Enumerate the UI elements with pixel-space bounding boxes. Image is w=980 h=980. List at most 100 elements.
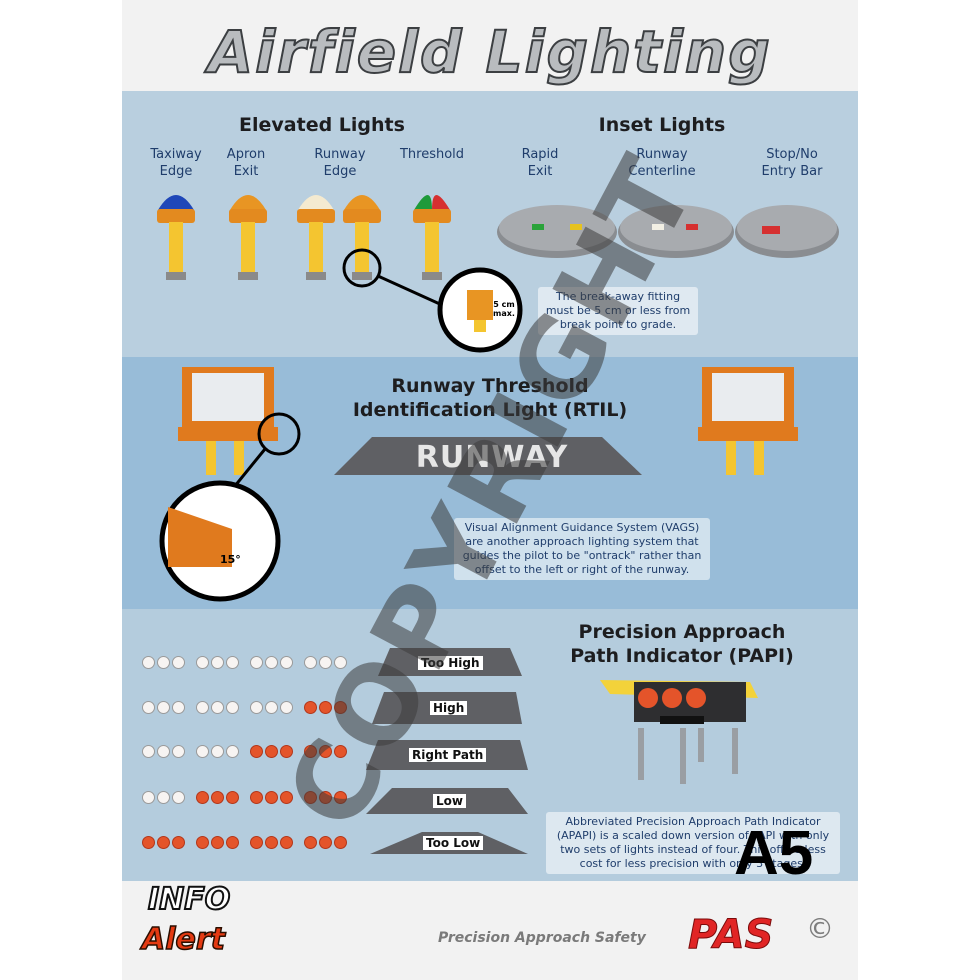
papi-unit-icon (600, 680, 758, 784)
info-alert-logo-bottom: Alert (141, 921, 225, 958)
runway-edge-light-white-icon (297, 195, 335, 280)
papi-light-dot (226, 701, 239, 714)
papi-light-dot (142, 791, 155, 804)
papi-heading-line1: Precision Approach (578, 621, 786, 643)
papi-light-dot (280, 656, 293, 669)
papi-light-dot (196, 701, 209, 714)
papi-light-dot (196, 791, 209, 804)
runway-text: RUNWAY (415, 440, 569, 475)
papi-light-dot (172, 656, 185, 669)
label-too-low: Too Low (423, 836, 484, 850)
papi-light-dot (250, 836, 263, 849)
papi-light-dot (196, 656, 209, 669)
papi-light-dot (226, 656, 239, 669)
papi-light-dot (319, 745, 332, 758)
papi-light-dot (334, 656, 347, 669)
papi-light-dot (280, 791, 293, 804)
papi-light-dot (142, 836, 155, 849)
papi-light-dot (304, 656, 317, 669)
papi-light-dot (304, 745, 317, 758)
papi-light-dot (280, 836, 293, 849)
runway-centerline-inset-light-icon (618, 205, 734, 258)
papi-light-dot (172, 836, 185, 849)
papi-light-dot (172, 745, 185, 758)
label-apron-exit: Apron Exit (226, 147, 266, 179)
papi-light-dot (334, 791, 347, 804)
papi-light-dot (196, 745, 209, 758)
inset-lights-heading: Inset Lights (598, 114, 726, 136)
size-badge: A5 (734, 819, 814, 888)
papi-light-dot (196, 836, 209, 849)
label-right-path: Right Path (409, 748, 487, 762)
apron-exit-light-icon (229, 195, 267, 280)
label-high: High (430, 701, 468, 715)
angle-label: 15° (220, 553, 241, 566)
papi-light-dot (142, 656, 155, 669)
company-name: Precision Approach Safety (438, 930, 646, 946)
elevated-lights-heading: Elevated Lights (239, 114, 405, 136)
info-alert-logo-top: INFO (147, 881, 231, 918)
callout-5cm: 5 cm max. (493, 300, 515, 318)
rtil-illustration (159, 367, 798, 602)
papi-light-dot (280, 745, 293, 758)
rtil-light-right-icon (698, 367, 798, 475)
papi-light-dot (265, 791, 278, 804)
apapi-note: Abbreviated Precision Approach Path Indi… (546, 812, 840, 874)
label-too-high: Too High (418, 656, 483, 670)
papi-light-dot (211, 745, 224, 758)
papi-light-dot (226, 745, 239, 758)
papi-light-dot (304, 791, 317, 804)
papi-light-dot (250, 745, 263, 758)
papi-light-dot (265, 836, 278, 849)
papi-light-dot (211, 656, 224, 669)
pas-logo: PAS (687, 912, 774, 959)
label-threshold: Threshold (399, 147, 465, 162)
label-runway-edge: Runway Edge (314, 147, 366, 179)
rapid-exit-inset-light-icon (497, 205, 617, 258)
papi-light-dot (265, 701, 278, 714)
papi-light-dot (319, 656, 332, 669)
breakaway-note: The break-away fitting must be 5 cm or l… (538, 287, 698, 335)
poster: Airfield Lighting Elevated Lights Inset … (122, 0, 858, 980)
label-rapid-exit: Rapid Exit (521, 147, 559, 179)
label-taxiway-edge: Taxiway Edge (150, 147, 202, 179)
runway-edge-light-amber-icon (343, 195, 381, 280)
papi-light-dot (319, 836, 332, 849)
papi-light-dot (250, 656, 263, 669)
taxiway-edge-light-icon (157, 195, 195, 280)
papi-light-dot (226, 791, 239, 804)
runway-trapezoid (334, 437, 642, 475)
papi-light-dot (157, 745, 170, 758)
rtil-heading-line1: Runway Threshold (391, 375, 589, 397)
papi-light-dot (211, 836, 224, 849)
papi-light-dot (157, 836, 170, 849)
papi-light-dot (172, 791, 185, 804)
papi-light-dot (265, 745, 278, 758)
papi-light-dot (172, 701, 185, 714)
papi-light-dot (157, 656, 170, 669)
papi-light-dot (250, 791, 263, 804)
papi-light-dot (304, 836, 317, 849)
papi-light-dot (250, 701, 263, 714)
label-runway-centerline: Runway Centerline (628, 147, 696, 179)
label-low: Low (433, 794, 466, 808)
papi-light-dot (211, 791, 224, 804)
papi-light-dot (211, 701, 224, 714)
papi-light-dot (157, 791, 170, 804)
poster-title: Airfield Lighting (207, 17, 772, 87)
papi-light-dot (319, 701, 332, 714)
footer (122, 881, 858, 980)
papi-heading-line2: Path Indicator (PAPI) (570, 645, 794, 667)
copyright-symbol: © (806, 912, 834, 945)
rtil-light-left-icon (178, 367, 278, 475)
papi-light-dot (319, 791, 332, 804)
rtil-heading-line2: Identification Light (RTIL) (352, 399, 628, 421)
papi-light-dot (334, 836, 347, 849)
papi-light-dot (334, 701, 347, 714)
papi-light-dot (142, 701, 155, 714)
stop-bar-inset-light-icon (735, 205, 839, 258)
elevated-lights-illustration (157, 195, 839, 353)
papi-light-dot (226, 836, 239, 849)
papi-light-dot (142, 745, 155, 758)
label-stop-bar: Stop/No Entry Bar (761, 147, 823, 179)
